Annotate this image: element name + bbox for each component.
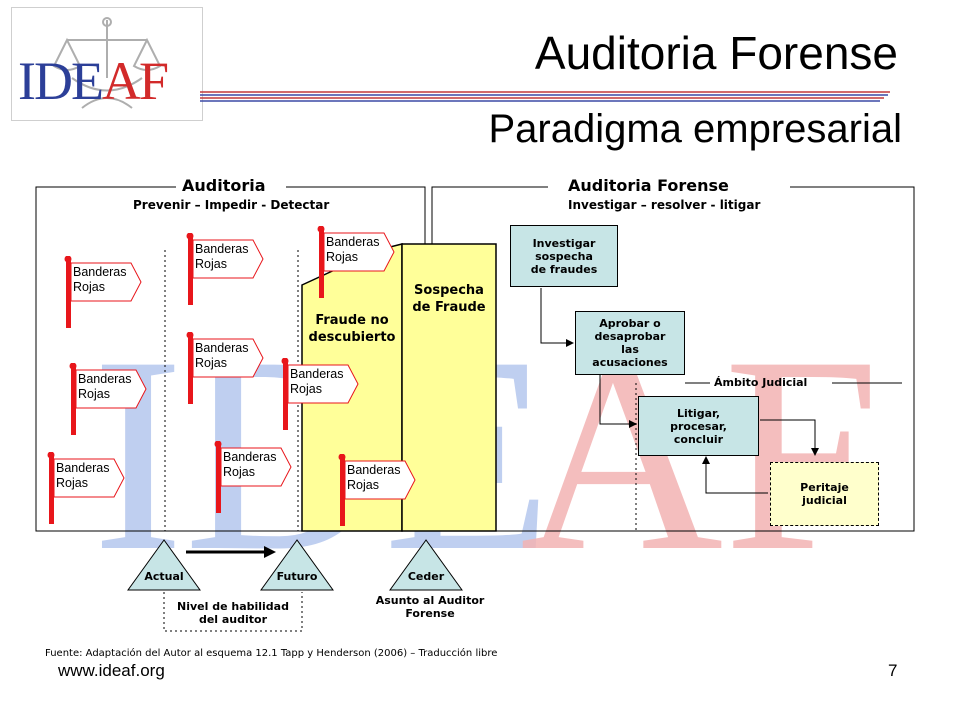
logo-text: IDEAF — [18, 51, 169, 111]
scales-of-justice-icon — [52, 17, 162, 109]
footer-url[interactable]: www.ideaf.org — [58, 661, 165, 680]
futuro-label: Futuro — [276, 570, 318, 583]
logo-text-af: AF — [101, 51, 169, 111]
auditoria-forense-title: Auditoria Forense — [562, 176, 735, 195]
auditoria-title: Auditoria — [176, 176, 272, 195]
actual-label: Actual — [144, 570, 184, 583]
sospecha-de-fraude-area — [401, 243, 497, 532]
page-number: 7 — [888, 661, 898, 680]
title-rule — [200, 91, 890, 102]
triangle-futuro — [260, 539, 334, 591]
box-litigar: Litigar,procesar,concluir — [638, 396, 759, 456]
auditoria-subtitle: Prevenir – Impedir - Detectar — [133, 198, 330, 212]
logo: IDEAF — [11, 7, 203, 121]
logo-text-ide: IDE — [18, 51, 104, 111]
ambito-judicial-label: Ámbito Judicial — [714, 376, 808, 389]
triangle-ceder — [389, 539, 463, 591]
ceder-label: Ceder — [407, 570, 445, 583]
slide-title: Auditoria Forense — [534, 27, 898, 79]
source-note: Fuente: Adaptación del Autor al esquema … — [45, 648, 498, 659]
auditoria-forense-subtitle: Investigar – resolver - litigar — [568, 198, 761, 212]
slide-subtitle: Paradigma empresarial — [488, 107, 902, 151]
triangle-actual — [127, 539, 201, 591]
